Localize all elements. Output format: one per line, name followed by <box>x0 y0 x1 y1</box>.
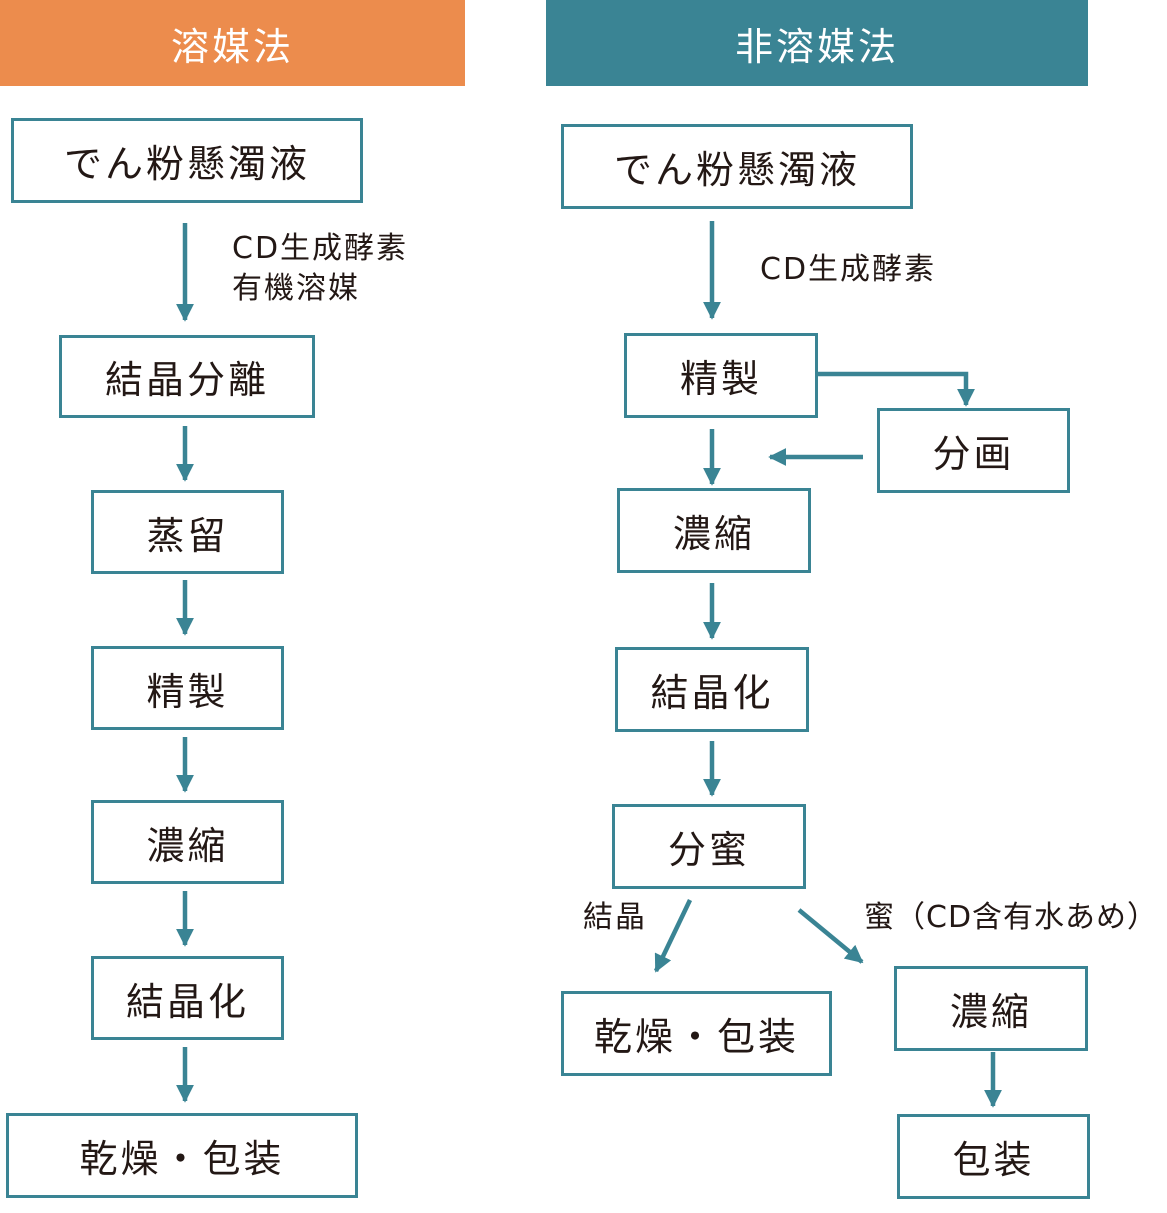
nonsolvent-step-starch-suspension: でん粉懸濁液 <box>561 124 913 209</box>
step-label: 結晶化 <box>650 671 774 715</box>
solvent-enzyme-label-line1: CD生成酵素 <box>232 231 409 266</box>
step-label: 濃縮 <box>949 990 1032 1034</box>
nonsolvent-step-fractionation: 分画 <box>877 408 1070 493</box>
step-label: 分蜜 <box>667 828 750 872</box>
solvent-step-concentration: 濃縮 <box>91 800 284 884</box>
nonsolvent-step-drying-packaging: 乾燥・包装 <box>561 991 832 1076</box>
step-label: でん粉懸濁液 <box>63 142 310 186</box>
arrow-to-fractionation <box>818 371 975 407</box>
step-label: 分画 <box>932 432 1015 476</box>
nonsolvent-step-syrup-concentration: 濃縮 <box>894 966 1088 1051</box>
solvent-step-distillation: 蒸留 <box>91 490 284 574</box>
solvent-step-starch-suspension: でん粉懸濁液 <box>11 118 363 203</box>
nonsolvent-step-packaging: 包装 <box>897 1114 1090 1199</box>
solvent-method-title: 溶媒法 <box>170 24 294 69</box>
syrup-branch-label: 蜜（CD含有水あめ） <box>864 900 1159 935</box>
solvent-step-crystallization: 結晶化 <box>91 956 284 1040</box>
solvent-step-drying-packaging: 乾燥・包装 <box>6 1113 358 1198</box>
solvent-method-header: 溶媒法 <box>0 0 465 86</box>
step-label: 包装 <box>952 1138 1035 1182</box>
nonsolvent-step-syrup-separation: 分蜜 <box>612 804 806 889</box>
step-label: でん粉懸濁液 <box>613 148 860 192</box>
step-label: 結晶分離 <box>104 358 269 402</box>
step-label: 濃縮 <box>672 512 755 556</box>
step-label: 乾燥・包装 <box>79 1137 285 1181</box>
nonsolvent-step-purification: 精製 <box>624 333 818 418</box>
nonsolvent-method-title: 非溶媒法 <box>734 24 899 69</box>
step-label: 濃縮 <box>146 823 229 868</box>
step-label: 精製 <box>146 669 229 714</box>
nonsolvent-step-crystallization: 結晶化 <box>615 647 809 732</box>
solvent-step-crystal-separation: 結晶分離 <box>59 335 315 418</box>
crystal-branch-label: 結晶 <box>583 900 647 935</box>
arrow-crystal <box>653 899 693 973</box>
step-label: 蒸留 <box>146 513 229 558</box>
arrow-syrup <box>797 908 864 964</box>
step-label: 乾燥・包装 <box>593 1015 799 1059</box>
nonsolvent-enzyme-label: CD生成酵素 <box>760 252 937 287</box>
solvent-step-purification: 精製 <box>91 646 284 730</box>
nonsolvent-step-concentration: 濃縮 <box>617 488 811 573</box>
nonsolvent-method-header: 非溶媒法 <box>546 0 1088 86</box>
step-label: 結晶化 <box>125 979 249 1024</box>
solvent-enzyme-label: CD生成酵素 有機溶媒 <box>232 229 408 309</box>
solvent-enzyme-label-line2: 有機溶媒 <box>232 271 360 306</box>
step-label: 精製 <box>679 357 762 401</box>
